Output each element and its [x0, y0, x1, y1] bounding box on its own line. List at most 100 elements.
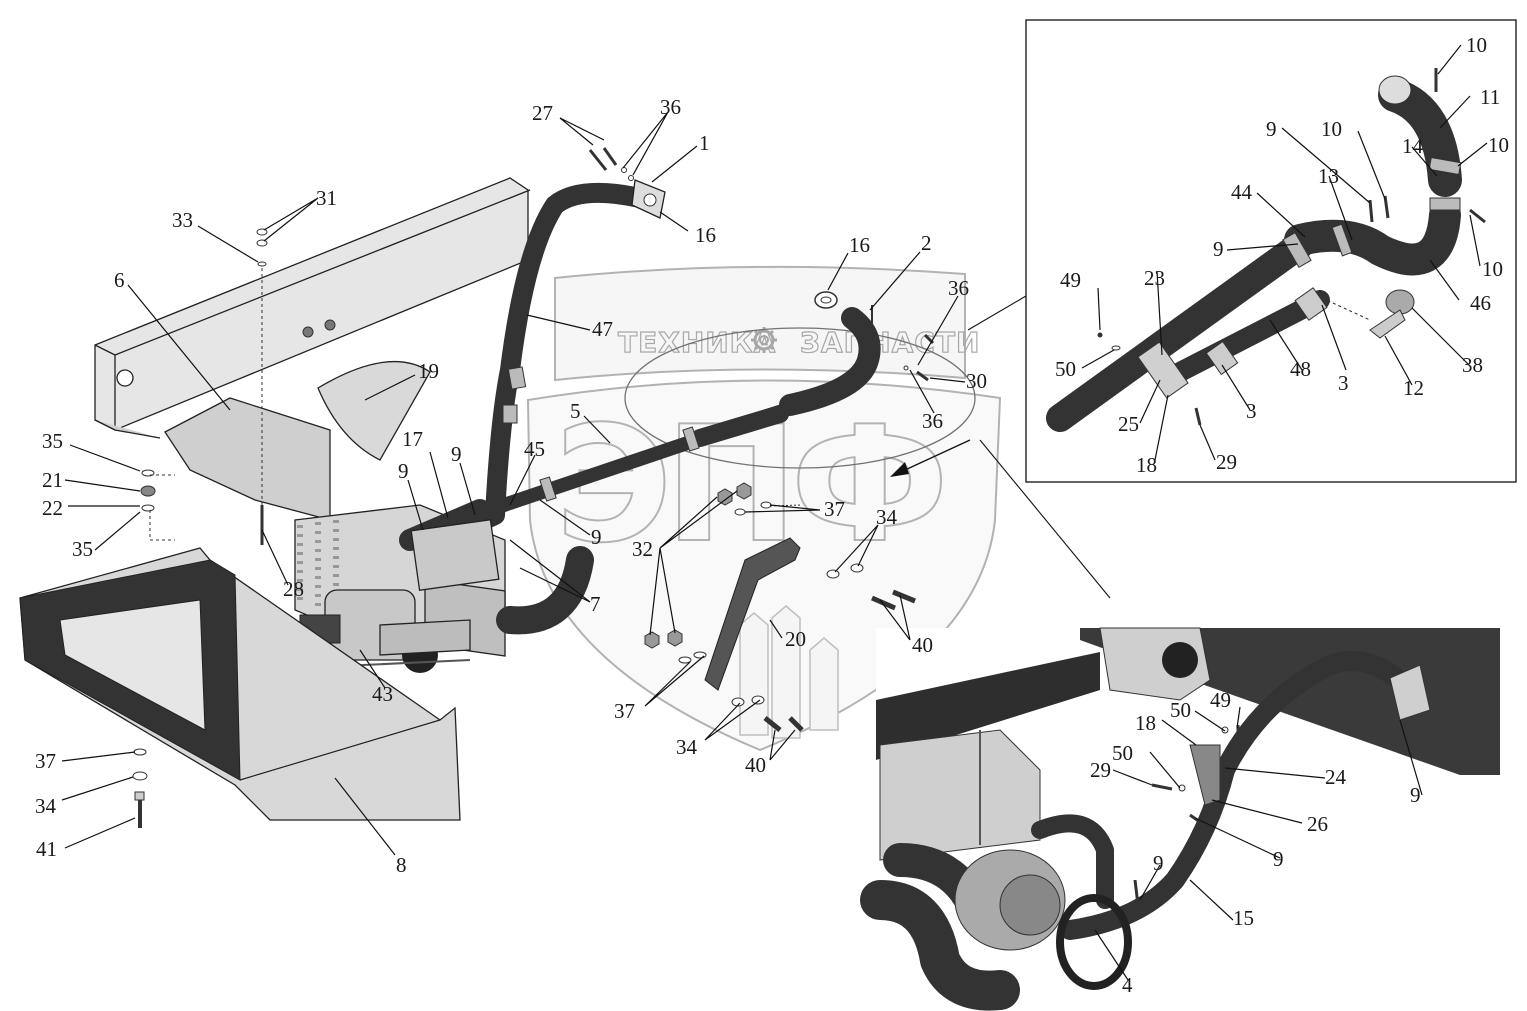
callout-36: 36: [948, 276, 969, 300]
fasteners-left: [140, 469, 175, 541]
callout-14: 14: [1402, 134, 1424, 158]
inset-pipes: [1046, 68, 1486, 432]
callout-3: 3: [1338, 371, 1349, 395]
callout-32: 32: [632, 537, 653, 561]
callout-15: 15: [1233, 906, 1254, 930]
callout-47: 47: [592, 317, 613, 341]
callout-44: 44: [1231, 180, 1253, 204]
callout-7: 7: [590, 592, 601, 616]
callout-36: 36: [922, 409, 943, 433]
callout-9: 9: [1273, 847, 1284, 871]
callout-49: 49: [1210, 688, 1231, 712]
bracket-6: [164, 397, 331, 521]
watermark-oval: [624, 327, 976, 469]
callout-49: 49: [1060, 268, 1081, 292]
callout-33: 33: [172, 208, 193, 232]
callout-12: 12: [1403, 376, 1424, 400]
bracket-20: [704, 537, 801, 691]
valve-assembly-43: [281, 589, 471, 673]
callout-37: 37: [824, 497, 845, 521]
callout-6: 6: [114, 268, 125, 292]
callout-38: 38: [1462, 353, 1483, 377]
callout-8: 8: [396, 853, 407, 877]
callout-50: 50: [1170, 698, 1191, 722]
callout-17: 17: [402, 427, 423, 451]
callout-3: 3: [1246, 399, 1257, 423]
watermark-banner: [554, 265, 966, 382]
callout-4: 4: [1122, 973, 1133, 997]
callout-9: 9: [1213, 237, 1224, 261]
detail-view-bottom: [860, 627, 1516, 1011]
callout-23: 23: [1144, 266, 1165, 290]
callout-43: 43: [372, 682, 393, 706]
skid-plate-8: [19, 547, 461, 821]
watermark-text-right: ЗАПЧАСТИ: [800, 326, 980, 359]
callout-34: 34: [35, 794, 57, 818]
callout-36: 36: [660, 95, 681, 119]
washers-31: [256, 228, 268, 267]
callout-50: 50: [1112, 741, 1133, 765]
callout-48: 48: [1290, 357, 1311, 381]
bolt-41: [132, 748, 148, 828]
callout-50: 50: [1055, 357, 1076, 381]
callout-9: 9: [591, 525, 602, 549]
callout-30: 30: [966, 369, 987, 393]
callout-29: 29: [1216, 450, 1237, 474]
gasket-16: [814, 291, 838, 309]
callout-13: 13: [1318, 164, 1339, 188]
callout-19: 19: [418, 359, 439, 383]
callout-18: 18: [1135, 711, 1156, 735]
callout-25: 25: [1118, 412, 1139, 436]
callout-9: 9: [1266, 117, 1277, 141]
inset-connector-line: [967, 295, 1027, 331]
callout-40: 40: [745, 753, 766, 777]
callout-37: 37: [614, 699, 635, 723]
bolts-27-36: [588, 147, 634, 181]
leader-lines: [61, 44, 1488, 981]
frame-rail: [94, 177, 531, 439]
callout-34: 34: [676, 735, 698, 759]
callout-40: 40: [912, 633, 933, 657]
clamps-main: [502, 366, 700, 502]
callout-21: 21: [42, 468, 63, 492]
callout-37: 37: [35, 749, 56, 773]
callout-9: 9: [451, 442, 462, 466]
callout-10: 10: [1482, 257, 1503, 281]
bracket-19: [317, 361, 431, 461]
callout-1: 1: [699, 131, 710, 155]
callout-10: 10: [1321, 117, 1342, 141]
watermark-wheat: [739, 605, 839, 739]
callout-35: 35: [72, 537, 93, 561]
callout-9: 9: [1153, 851, 1164, 875]
callout-10: 10: [1488, 133, 1509, 157]
callout-41: 41: [36, 837, 57, 861]
detail-connector-line: [979, 439, 1111, 599]
callout-46: 46: [1470, 291, 1491, 315]
callout-29: 29: [1090, 758, 1111, 782]
callout-labels: 1 2 3 3 4 5 6 7 8 9 9 9 9 9 9 9 9 10 10 …: [35, 33, 1509, 997]
callout-22: 22: [42, 496, 63, 520]
callout-10: 10: [1466, 33, 1487, 57]
gear-icon: [751, 327, 777, 353]
callout-45: 45: [524, 437, 545, 461]
callout-26: 26: [1307, 812, 1328, 836]
callout-9: 9: [1410, 783, 1421, 807]
callout-9: 9: [398, 459, 409, 483]
fasteners-34-40: [731, 563, 916, 732]
callout-34: 34: [876, 505, 898, 529]
callout-31: 31: [316, 186, 337, 210]
fasteners-32-37: [644, 482, 801, 664]
callout-11: 11: [1480, 85, 1500, 109]
callout-35: 35: [42, 429, 63, 453]
callout-2: 2: [921, 231, 932, 255]
pipe-2-flex: [779, 307, 881, 416]
callout-16: 16: [849, 233, 870, 257]
flange-1: [631, 179, 666, 219]
callout-27: 27: [532, 101, 553, 125]
callout-28: 28: [283, 577, 304, 601]
callout-16: 16: [695, 223, 716, 247]
callout-24: 24: [1325, 765, 1347, 789]
callout-20: 20: [785, 627, 806, 651]
direction-arrow: [904, 439, 971, 471]
